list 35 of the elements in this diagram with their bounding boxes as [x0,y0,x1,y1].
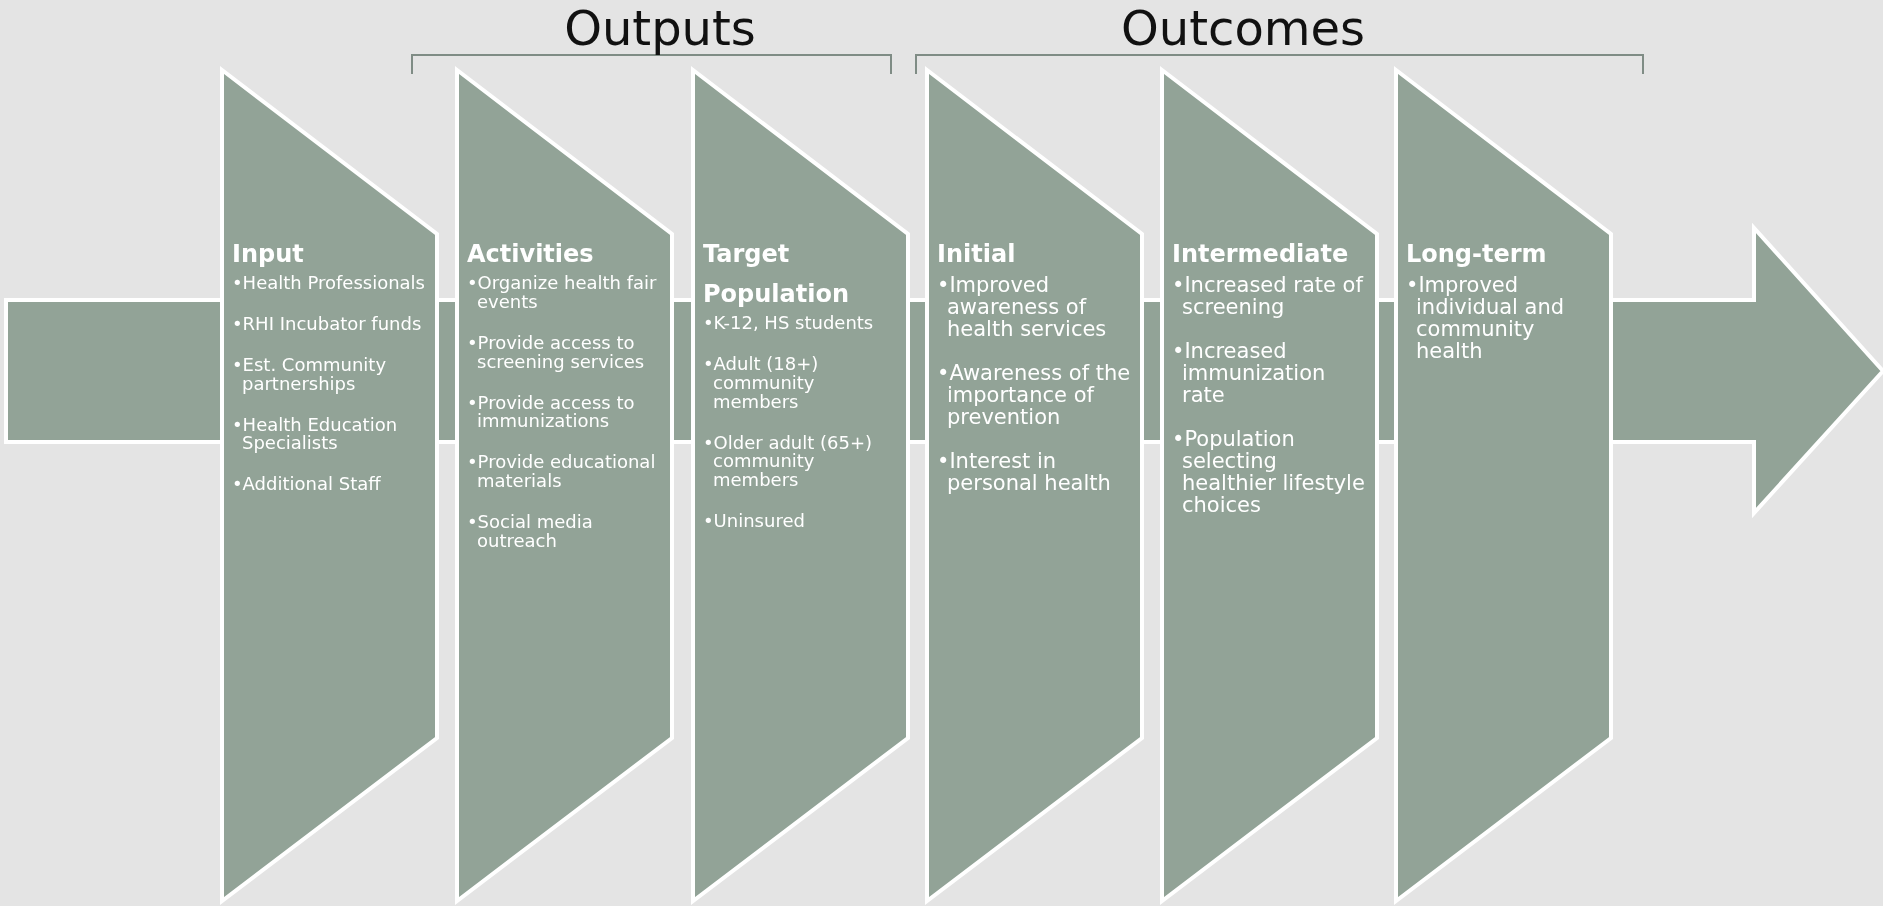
bullet-item: •Social media outreach [467,513,594,551]
group-heading: Outcomes [1120,0,1366,56]
bullet-item: •Awareness of the importance of prevention [937,362,1132,429]
bullet-item: •Population selecting healthier lifestyle choices [1172,428,1366,517]
bullet-item: •Interest in personal health [937,450,1112,495]
chevron-panel [691,68,910,903]
panel-heading: Target Population [703,239,851,310]
group-heading: Outputs [564,0,756,56]
panel-heading: Activities [467,239,595,270]
bullet-item: •Est. Community partnerships [232,355,388,394]
bullet-item: •RHI Incubator funds [232,314,423,334]
bullet-item: •Health Professionals [232,274,426,293]
panel-heading: Initial [937,239,1017,270]
bullet-item: •Improved individual and community health [1406,274,1566,363]
bullet-item: •Provide access to screening services [467,333,646,372]
bullet-item: •Improved awareness of health services [937,274,1108,341]
chevron-panel [1160,68,1379,903]
bullet-item: •Provide access to immunizations [467,393,636,432]
bullet-item: •Increased rate of screening [1172,274,1365,319]
panel-heading: Input [232,239,305,270]
bullet-item: •Provide educational materials [467,453,657,492]
panel-heading: Long-term [1406,239,1548,270]
bullet-item: •K-12, HS students [703,314,875,333]
bullet-item: •Uninsured [703,512,806,532]
chevron-panel [220,68,439,903]
bullet-item: •Older adult (65+) community members [703,433,874,491]
bullet-item: •Organize health fair events [467,274,658,312]
panel-heading: Intermediate [1172,239,1350,270]
chevron-panel [1394,68,1613,903]
chevron-panel [455,68,674,903]
bullet-item: •Health Education Specialists [232,415,399,454]
bullet-item: •Increased immunization rate [1172,340,1327,407]
bullet-item: •Adult (18+) community members [703,354,820,412]
chevron-panel [925,68,1144,903]
bullet-item: •Additional Staff [232,475,382,495]
